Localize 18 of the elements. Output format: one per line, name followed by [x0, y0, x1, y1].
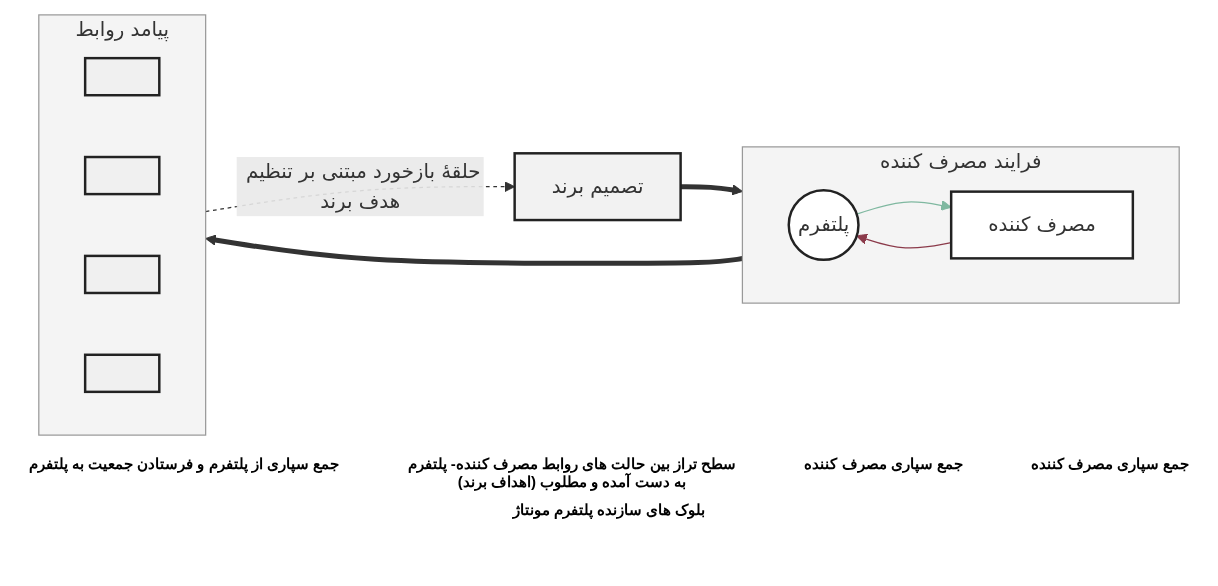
note-text: بلوک های سازنده پلتفرم مونتاژ — [512, 501, 706, 519]
cluster: پیامد روابط — [38, 14, 207, 436]
note-text: سطح تراز بین حالت های روابط مصرف کننده- پلتفرم به دست آمده و مطلوب (اهداف برند) — [406, 455, 737, 491]
note-text: جمع سپاری مصرف کننده — [804, 455, 963, 475]
node-circle: پلتفرم — [787, 188, 860, 262]
node-box — [83, 353, 161, 394]
arrow — [856, 233, 952, 249]
note-text: جمع سپاری مصرف کننده — [1030, 455, 1190, 475]
arrow — [680, 184, 743, 196]
node-box: تصمیم برند — [513, 152, 682, 222]
node-box: مصرف کننده — [949, 190, 1135, 260]
node-box — [83, 254, 161, 295]
node-box — [83, 155, 161, 196]
node-box — [83, 56, 161, 97]
arrow — [205, 234, 743, 266]
arrow — [856, 200, 952, 215]
note-text: جمع سپاری از پلتفرم و فرستادن جمعیت به پلتفرم — [28, 455, 340, 475]
edge-label: حلقۀ بازخورد مبتنی بر تنظیم هدف برند — [245, 159, 481, 213]
